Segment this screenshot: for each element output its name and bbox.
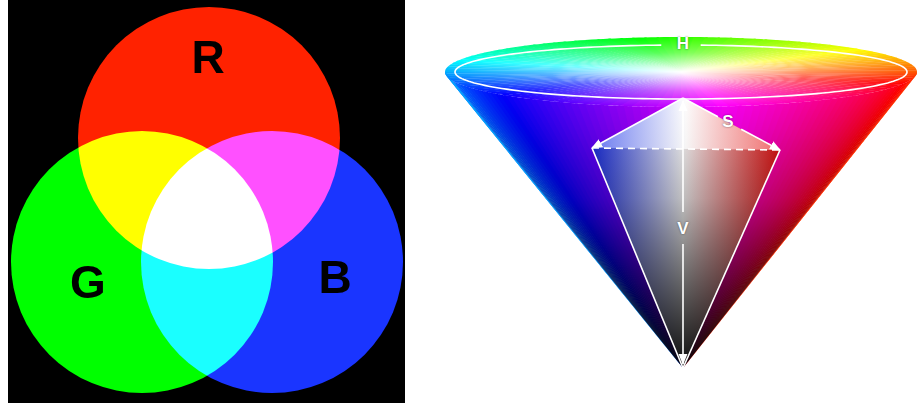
hue-ring <box>455 45 907 99</box>
guide-lines <box>455 45 907 368</box>
radius-dashed <box>592 148 780 150</box>
cut-cap <box>592 98 780 150</box>
channel-letter: G <box>70 259 106 305</box>
s-arrow <box>741 129 780 150</box>
axis-label: S <box>722 113 733 130</box>
radius-line <box>592 98 683 148</box>
channel-letter: R <box>191 34 224 80</box>
circle-fill <box>141 131 403 393</box>
cone-shade <box>445 72 917 368</box>
axis-label: V <box>677 220 688 237</box>
rgb-panel: R G B <box>8 0 405 403</box>
cone-side <box>445 72 917 368</box>
cut-edge <box>592 148 683 368</box>
s-arrow <box>683 98 718 117</box>
color-circle: B <box>141 131 403 393</box>
cut-edge <box>683 150 780 368</box>
circle-shape <box>141 131 403 393</box>
cut-shade <box>592 98 780 368</box>
channel-letter: B <box>318 254 351 300</box>
axis-label: H <box>677 35 689 52</box>
v-arrow <box>682 244 684 364</box>
v-arrow <box>682 101 684 212</box>
